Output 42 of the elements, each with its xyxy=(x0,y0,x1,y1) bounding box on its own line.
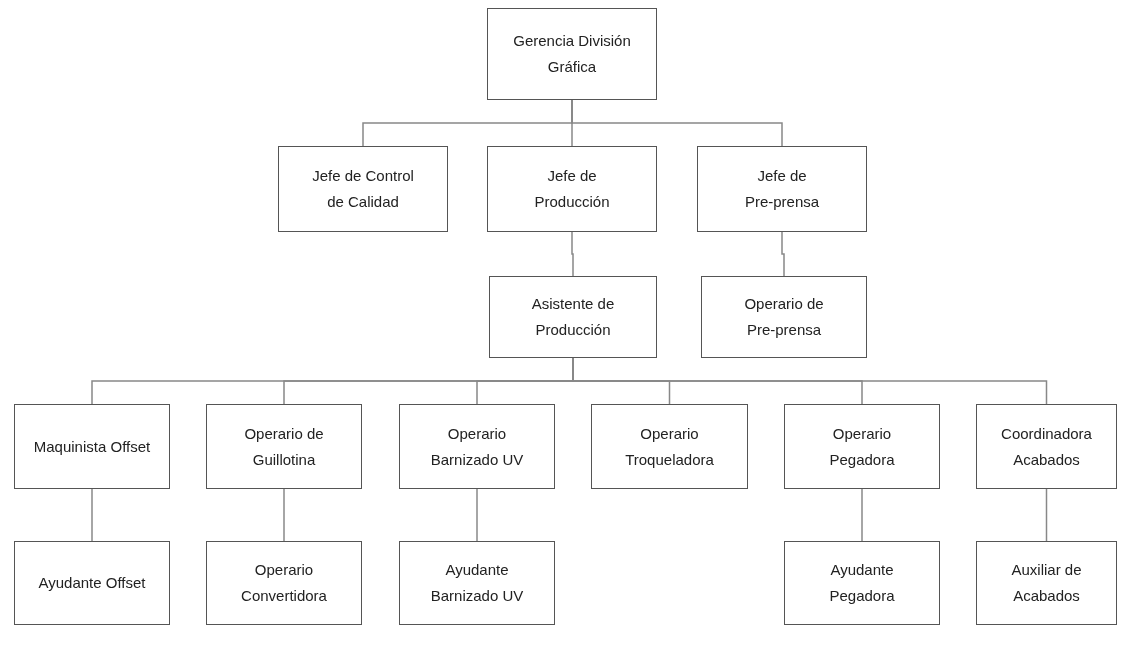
position-title: Asistente de Producción xyxy=(530,294,616,340)
connector-line xyxy=(476,488,478,542)
connector-line xyxy=(861,488,863,542)
position-box xyxy=(206,541,362,625)
position-box xyxy=(784,541,940,625)
connector-line xyxy=(571,99,783,147)
position-title: Maquinista Offset xyxy=(33,436,151,457)
position-box xyxy=(487,8,657,100)
position-title: Gerencia División Gráfica xyxy=(513,31,631,77)
connector-line xyxy=(571,231,574,277)
position-title: Operario Troqueladora xyxy=(624,423,715,470)
position-box xyxy=(278,146,448,232)
connector-line xyxy=(781,231,785,277)
position-title: Operario de Pre-prensa xyxy=(743,294,825,340)
connector-line xyxy=(91,488,93,542)
position-box xyxy=(591,404,748,489)
position-box xyxy=(976,404,1117,489)
position-box xyxy=(489,276,657,358)
position-title: Coordinadora Acabados xyxy=(1000,423,1093,470)
position-title: Operario Barnizado UV xyxy=(429,423,525,470)
position-title: Jefe de Control de Calidad xyxy=(311,166,415,212)
position-title: Operario Convertidora xyxy=(240,560,328,606)
position-title: Jefe de Producción xyxy=(533,166,611,212)
position-box xyxy=(487,146,657,232)
position-box xyxy=(14,541,170,625)
position-box xyxy=(976,541,1117,625)
connector-line xyxy=(283,488,285,542)
position-title: Ayudante Offset xyxy=(38,573,146,593)
connector-line xyxy=(1045,488,1048,542)
position-box xyxy=(697,146,867,232)
position-box xyxy=(784,404,940,489)
position-box xyxy=(14,404,170,489)
position-title: Operario Pegadora xyxy=(828,423,896,470)
position-box xyxy=(399,541,555,625)
position-title: Ayudante Pegadora xyxy=(828,560,896,606)
position-title: Operario de Guillotina xyxy=(243,423,325,470)
position-box xyxy=(701,276,867,358)
position-box xyxy=(206,404,362,489)
position-title: Auxiliar de Acabados xyxy=(1010,560,1083,606)
position-box xyxy=(399,404,555,489)
position-title: Ayudante Barnizado UV xyxy=(429,560,525,606)
position-title: Jefe de Pre-prensa xyxy=(743,166,821,212)
